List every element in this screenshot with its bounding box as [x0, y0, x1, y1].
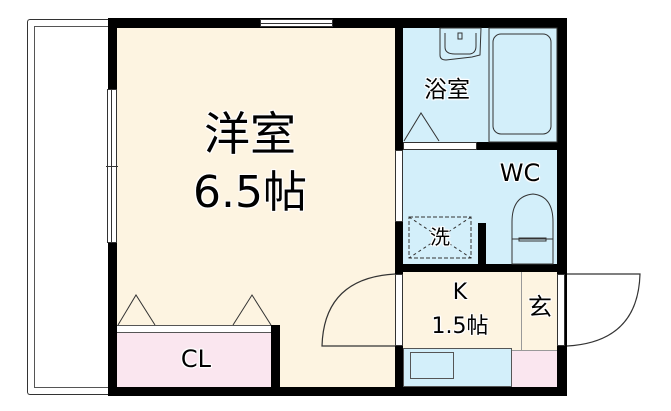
entrance-label: 玄	[528, 293, 552, 321]
closet-door-swing-icon	[232, 294, 272, 326]
toilet-label: WC	[499, 159, 541, 187]
shoe-storage	[512, 350, 557, 387]
wc-door	[395, 150, 403, 222]
western-room-size: 6.5帖	[193, 167, 307, 218]
wall-washer-partition	[478, 223, 486, 264]
washer-label: 洗	[430, 225, 450, 249]
bath-door-swing-icon	[403, 112, 440, 142]
kitchen-label: K	[452, 280, 468, 305]
closet-door-track	[117, 325, 271, 333]
bathtub	[488, 27, 558, 143]
bathroom-label: 浴室	[424, 77, 470, 103]
window-top	[260, 19, 333, 27]
wall-bottom	[108, 387, 567, 396]
wall-wc-kitchen	[403, 264, 557, 272]
kitchen-door-swing-icon	[321, 273, 396, 347]
wall-right	[557, 18, 567, 396]
western-room-name: 洋室	[204, 107, 296, 161]
closet-label: CL	[180, 345, 212, 373]
wall-bath-wc	[403, 142, 557, 150]
kitchen-size: 1.5帖	[431, 314, 489, 339]
balcony-inner-rail	[34, 26, 117, 388]
closet	[117, 333, 271, 387]
entrance-door[interactable]	[557, 274, 565, 346]
sink	[410, 352, 454, 379]
entrance-door-swing-icon	[566, 273, 641, 347]
bathtub-basin	[492, 33, 552, 135]
kitchen-counter	[403, 348, 512, 387]
wall-top	[108, 18, 567, 28]
kitchen-door[interactable]	[395, 274, 403, 346]
washbasin-icon	[439, 27, 482, 61]
closet-door-swing-icon	[117, 294, 156, 326]
window-left	[106, 89, 118, 243]
wall-closet-side	[271, 325, 280, 387]
toilet-icon	[511, 193, 554, 265]
balcony	[27, 19, 117, 395]
washer-space	[408, 216, 472, 259]
entrance-divider	[521, 272, 522, 350]
bath-door	[403, 142, 477, 150]
